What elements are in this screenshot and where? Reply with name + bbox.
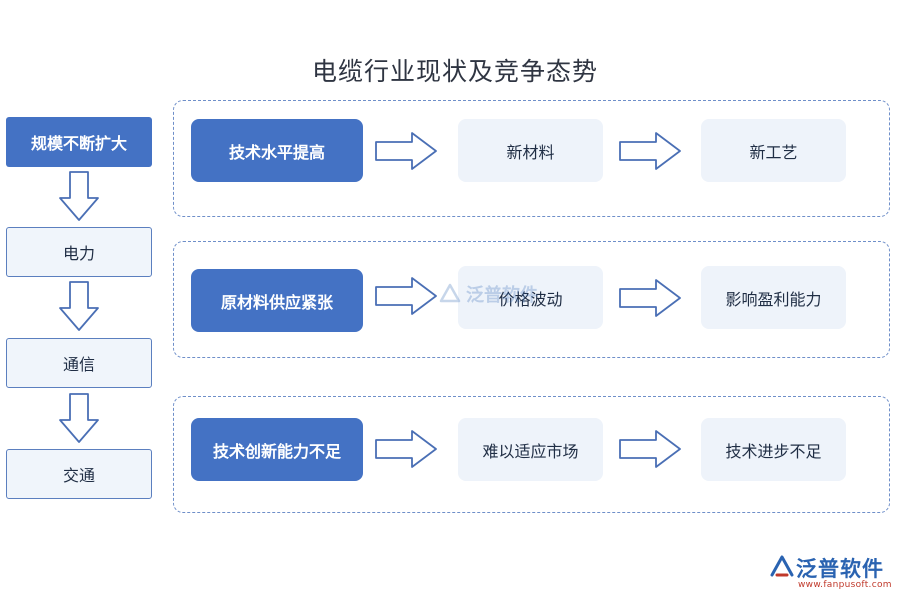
right-arrow-icon — [619, 132, 681, 170]
effect-box-price-fluctuation: 价格波动 — [458, 266, 603, 329]
cause-box-material-supply: 原材料供应紧张 — [191, 269, 363, 332]
group-innovation — [173, 396, 890, 513]
diagram-title: 电缆行业现状及竞争态势 — [311, 57, 598, 86]
effect-box-new-material: 新材料 — [458, 119, 603, 182]
watermark-text: 泛普软件 — [466, 285, 538, 306]
down-arrow-icon — [59, 171, 99, 221]
right-arrow-icon — [375, 430, 437, 468]
down-arrow-icon — [59, 393, 99, 443]
down-arrow-icon — [59, 281, 99, 331]
left-box-scale: 规模不断扩大 — [6, 117, 152, 167]
result-box-tech-progress: 技术进步不足 — [701, 418, 846, 481]
brand-logo: 泛普软件 www.fanpusoft.com — [768, 553, 892, 595]
left-box-telecom: 通信 — [6, 338, 152, 388]
right-arrow-icon — [619, 279, 681, 317]
result-box-new-process: 新工艺 — [701, 119, 846, 182]
effect-box-market-adapt: 难以适应市场 — [458, 418, 603, 481]
brand-logo-name: 泛普软件 — [796, 557, 884, 581]
group-tech-level — [173, 100, 890, 217]
right-arrow-icon — [375, 277, 437, 315]
brand-logo-url: www.fanpusoft.com — [798, 580, 892, 590]
group-material-supply — [173, 241, 890, 358]
right-arrow-icon — [375, 132, 437, 170]
right-arrow-icon — [619, 430, 681, 468]
watermark-logo-icon — [439, 283, 461, 303]
cause-box-tech-level: 技术水平提高 — [191, 119, 363, 182]
cause-box-innovation: 技术创新能力不足 — [191, 418, 363, 481]
left-box-transport: 交通 — [6, 449, 152, 499]
brand-logo-icon — [770, 555, 794, 577]
result-box-profitability: 影响盈利能力 — [701, 266, 846, 329]
left-box-power: 电力 — [6, 227, 152, 277]
watermark: 泛普软件 — [437, 281, 538, 307]
